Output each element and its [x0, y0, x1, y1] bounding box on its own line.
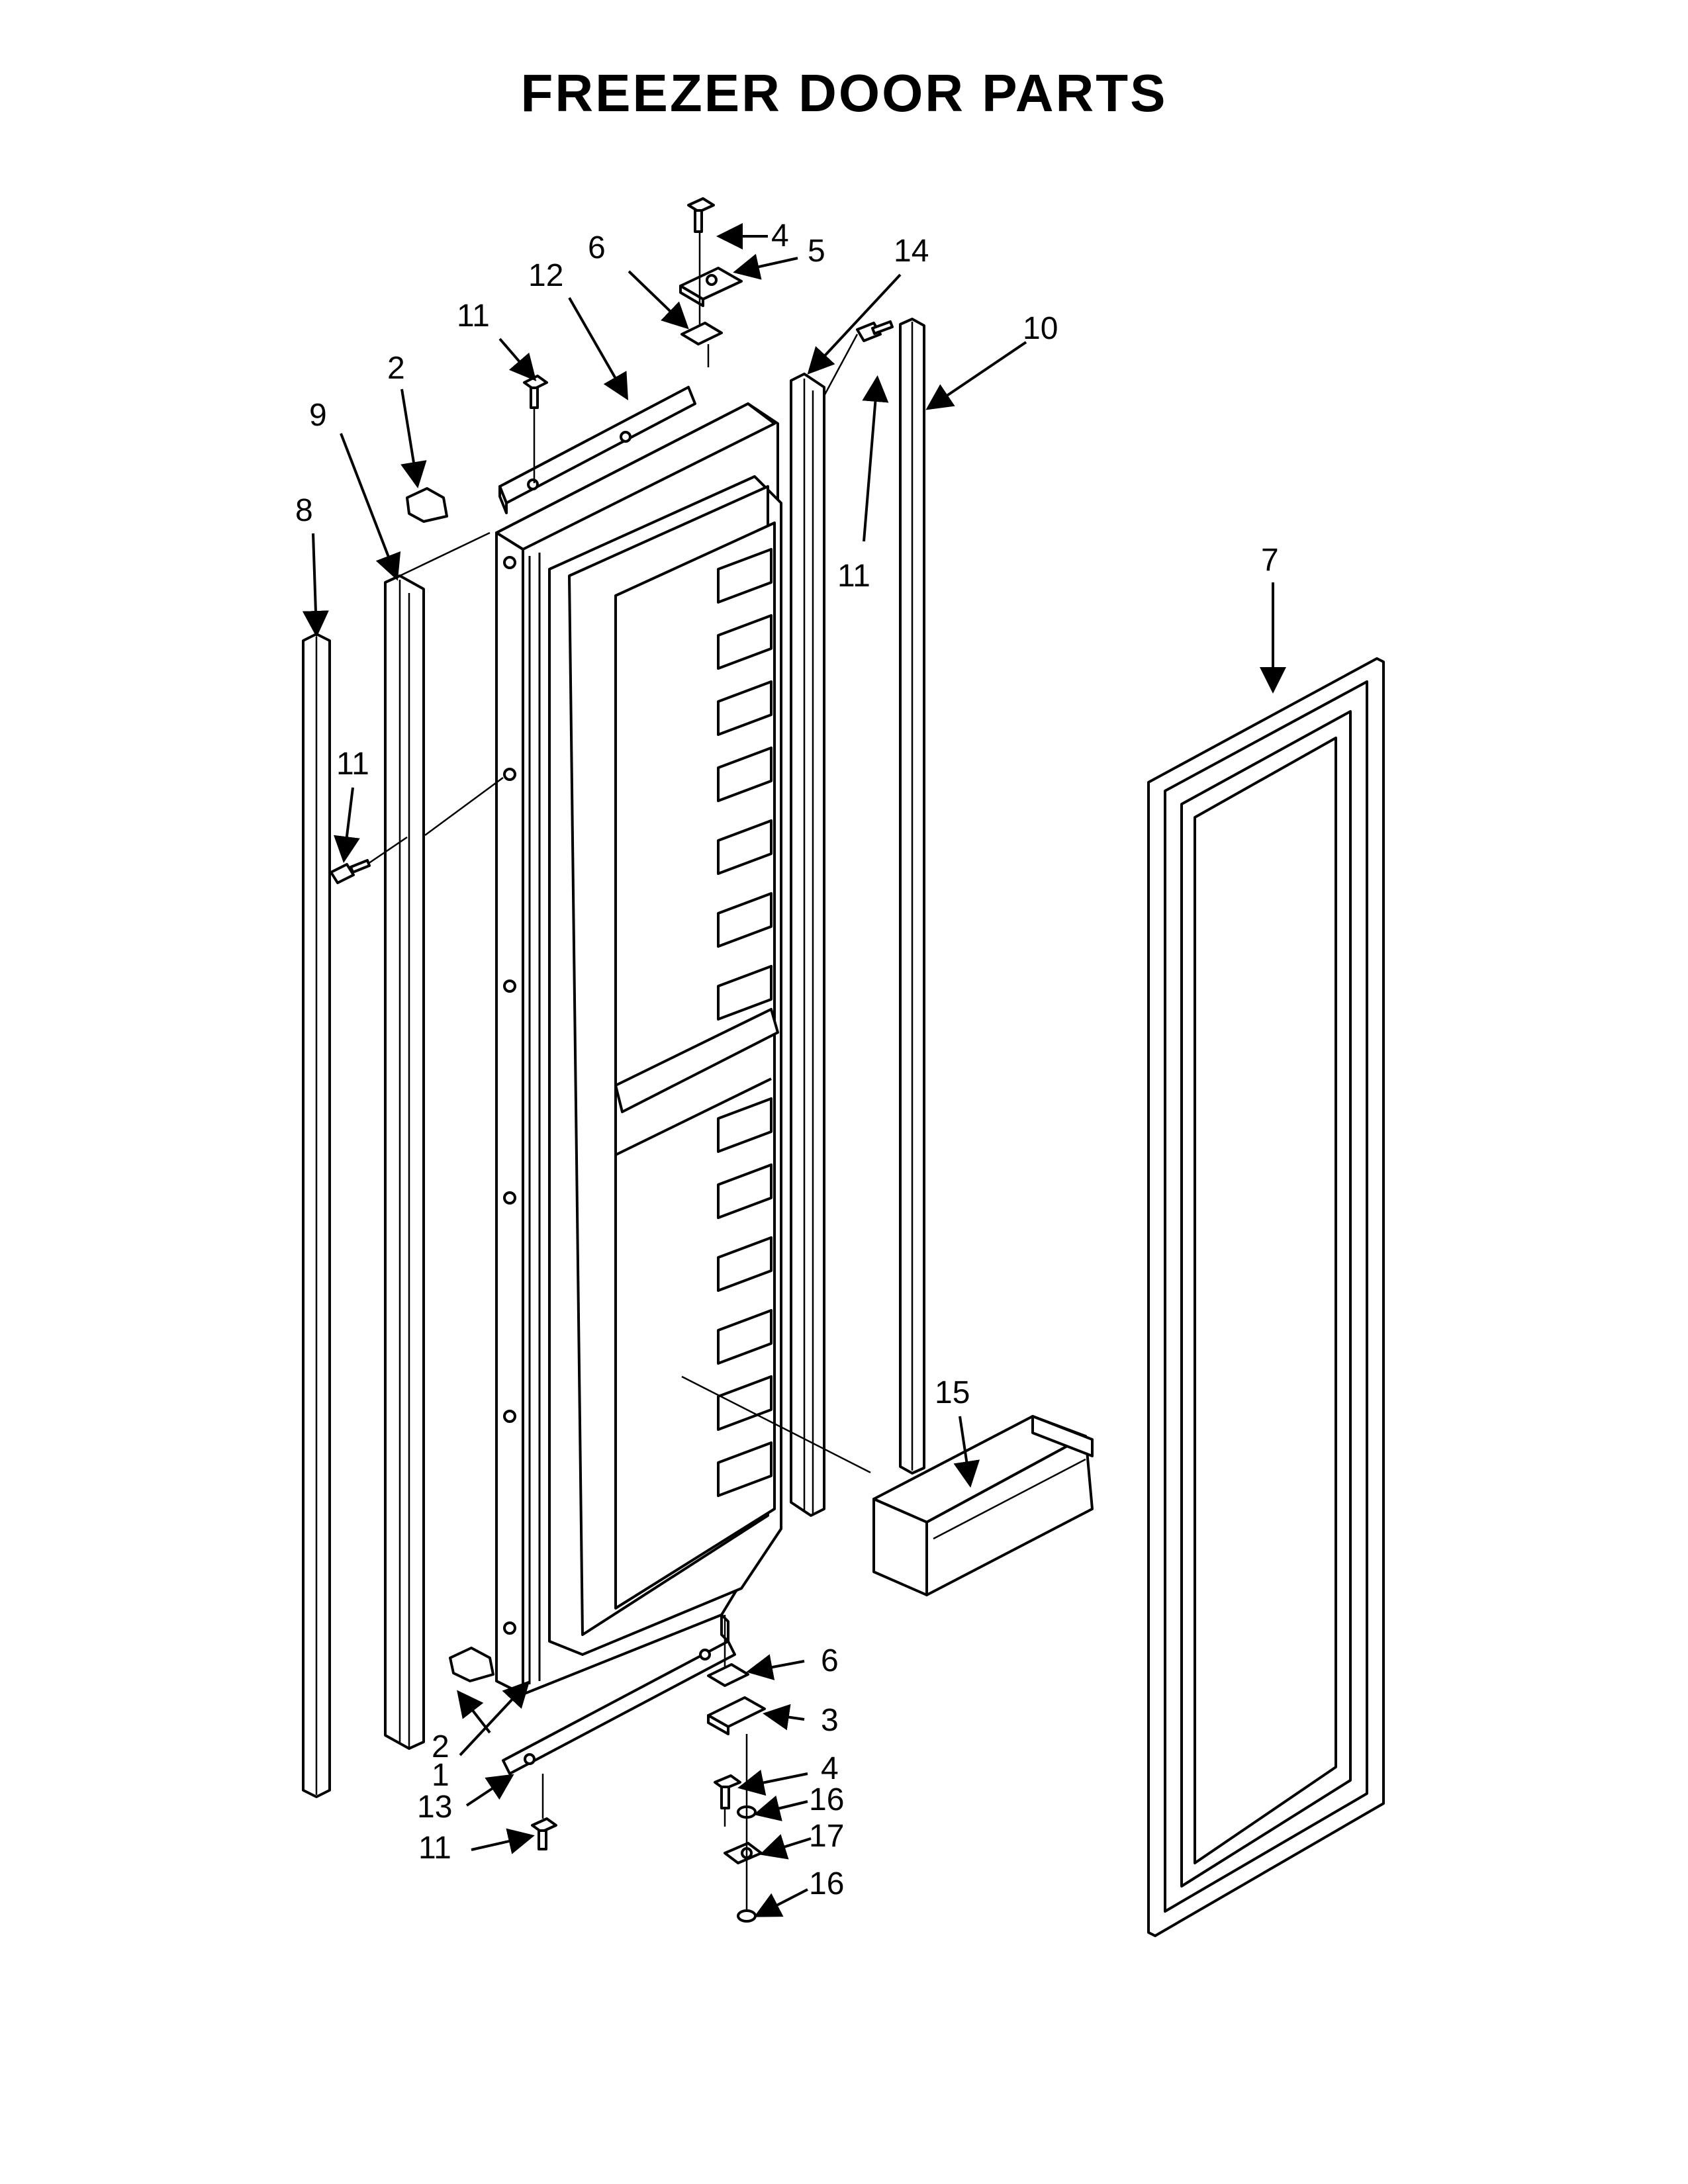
callout-17: 17	[809, 1819, 844, 1854]
part-11-screw-right	[856, 320, 894, 342]
callout-2-bottom: 2	[432, 1729, 449, 1764]
part-12-top-bracket	[498, 386, 696, 514]
part-7-door-gasket	[1147, 657, 1385, 1937]
callout-7: 7	[1261, 543, 1279, 578]
part-14-door-channel	[790, 373, 825, 1517]
part-4-top-screw	[687, 197, 715, 233]
liner-screw-holes	[503, 556, 516, 1635]
callout-11-bottom: 11	[418, 1831, 451, 1866]
part-13-bottom-bracket	[502, 1614, 736, 1775]
page-title: FREEZER DOOR PARTS	[520, 64, 1168, 122]
callout-1: 1	[432, 1758, 449, 1793]
callout-arrows	[302, 223, 1286, 1917]
part-2-closure-cam-bottom	[449, 1647, 494, 1682]
part-6-top-spacer	[680, 322, 723, 345]
callout-2-top: 2	[387, 351, 405, 386]
callout-12: 12	[528, 258, 563, 293]
callout-11-left: 11	[336, 747, 369, 782]
part-11-screw-top	[523, 375, 548, 409]
part-16-washer-lower	[737, 1909, 757, 1923]
part-5-top-hinge	[679, 267, 743, 307]
callout-5: 5	[808, 234, 825, 269]
assembly-lines	[367, 232, 871, 1909]
callout-6-top: 6	[588, 230, 606, 265]
callout-16-lower: 16	[809, 1866, 844, 1901]
part-1-door-liner	[495, 402, 782, 1696]
part-2-closure-cam-top	[406, 487, 448, 523]
callout-3: 3	[821, 1703, 839, 1738]
callout-10: 10	[1023, 311, 1058, 346]
callout-labels: 4 5 6 14 12 11 10 11 2 9 8 11 7 15 6 3 2…	[295, 218, 1279, 1901]
callout-11-top: 11	[457, 298, 490, 334]
callout-11-right: 11	[837, 559, 870, 594]
callout-13: 13	[417, 1790, 452, 1825]
part-9-door-channel	[384, 574, 425, 1750]
part-17-hinge-stop	[724, 1842, 763, 1864]
part-4-bottom-screw	[714, 1774, 741, 1809]
part-10-trim-strip	[899, 318, 925, 1475]
callout-14: 14	[894, 234, 929, 269]
part-3-bottom-hinge	[707, 1696, 766, 1735]
callout-15: 15	[935, 1375, 970, 1410]
callout-6-bottom: 6	[821, 1643, 839, 1678]
callout-9: 9	[309, 398, 327, 433]
callout-4-top: 4	[771, 218, 789, 253]
inner-shelf-ribs	[717, 548, 773, 1497]
part-8-trim-strip	[302, 633, 331, 1798]
callout-4-bottom: 4	[821, 1751, 839, 1786]
part-11-screw-left	[330, 859, 371, 884]
part-11-screw-bottom	[531, 1817, 557, 1850]
callout-16-upper: 16	[809, 1782, 844, 1817]
part-6-bottom-spacer	[707, 1663, 749, 1687]
callout-8: 8	[295, 493, 313, 528]
